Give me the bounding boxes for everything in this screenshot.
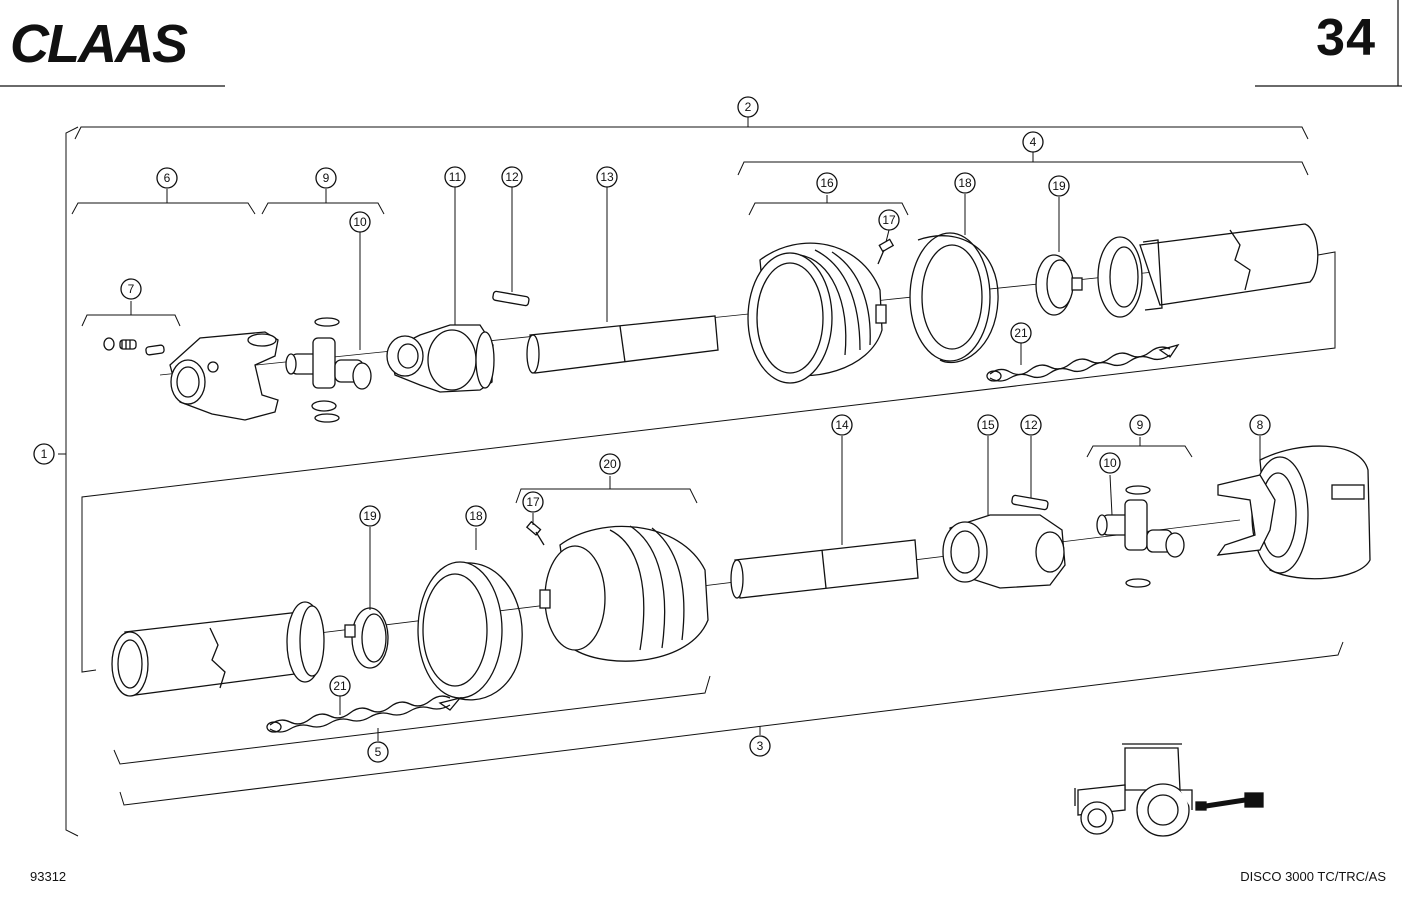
tractor-icon	[1074, 743, 1193, 837]
part-17-screw-upper	[877, 238, 895, 265]
leader-lines	[339, 187, 1261, 715]
callout-19-lower[interactable]: 19	[359, 505, 381, 527]
callout-18-upper[interactable]: 18	[954, 172, 976, 194]
part-5-outer-tube-guard-lower	[111, 601, 325, 697]
part-16-guard-cone	[747, 242, 887, 384]
part-20-guard-cone-lower	[539, 525, 709, 662]
svg-text:8: 8	[1257, 418, 1264, 432]
callout-11[interactable]: 11	[444, 166, 466, 188]
claas-logo: CLAAS	[10, 14, 190, 70]
svg-text:9: 9	[1137, 418, 1144, 432]
callout-14[interactable]: 14	[831, 414, 853, 436]
part-14-outer-profile-tube	[730, 539, 919, 599]
svg-text:12: 12	[1024, 418, 1038, 432]
part-4-outer-tube-guard	[1097, 223, 1319, 318]
svg-text:10: 10	[353, 215, 367, 229]
callout-bubbles: 1 2 3 4 5 6 7 8 9 9 10 10 11 12 12 13 14…	[33, 96, 1271, 763]
callout-6[interactable]: 6	[156, 167, 178, 189]
part-8-yoke-guard	[1216, 445, 1371, 580]
part-11-inner-yoke	[386, 324, 495, 393]
part-18-bearing-ring-lower	[417, 561, 523, 701]
part-7-lock-pin	[103, 337, 165, 356]
part-9-cross-lower	[1096, 485, 1185, 588]
part-13-inner-profile-tube	[526, 315, 719, 374]
callout-21-upper[interactable]: 21	[1010, 322, 1032, 344]
svg-text:4: 4	[1030, 135, 1037, 149]
part-19-guard-bearing-upper	[1035, 254, 1083, 316]
lower-row-parts	[111, 445, 1371, 733]
page-number: 34	[1316, 9, 1376, 67]
part-17-screw-lower	[525, 520, 545, 546]
callout-9-lower[interactable]: 9	[1129, 414, 1151, 436]
svg-text:18: 18	[469, 509, 483, 523]
svg-text:14: 14	[835, 418, 849, 432]
callout-17-upper[interactable]: 17	[878, 209, 900, 231]
callout-10-upper[interactable]: 10	[349, 211, 371, 233]
svg-text:6: 6	[164, 171, 171, 185]
svg-text:10: 10	[1103, 456, 1117, 470]
svg-text:20: 20	[603, 457, 617, 471]
driveshaft-icon	[1195, 792, 1264, 811]
callout-20[interactable]: 20	[599, 453, 621, 475]
svg-text:9: 9	[323, 171, 330, 185]
part-18-bearing-ring-upper	[909, 232, 999, 364]
model-label: DISCO 3000 TC/TRC/AS	[1240, 869, 1386, 884]
svg-text:5: 5	[375, 745, 382, 759]
svg-text:3: 3	[757, 739, 764, 753]
svg-text:7: 7	[128, 282, 135, 296]
svg-text:21: 21	[333, 679, 347, 693]
callout-12-upper[interactable]: 12	[501, 166, 523, 188]
callout-18-lower[interactable]: 18	[465, 505, 487, 527]
svg-text:1: 1	[41, 447, 48, 461]
drawing-number: 93312	[30, 869, 67, 884]
svg-text:19: 19	[1052, 179, 1066, 193]
callout-21-lower[interactable]: 21	[329, 675, 351, 697]
svg-text:19: 19	[363, 509, 377, 523]
part-12-pin-upper	[492, 290, 530, 307]
callout-1[interactable]: 1	[33, 443, 55, 465]
callout-5[interactable]: 5	[367, 741, 389, 763]
callout-19-upper[interactable]: 19	[1048, 175, 1070, 197]
callout-13[interactable]: 13	[596, 166, 618, 188]
callout-8[interactable]: 8	[1249, 414, 1271, 436]
part-21-chain-lower	[266, 695, 462, 733]
svg-text:13: 13	[600, 170, 614, 184]
svg-text:2: 2	[745, 100, 752, 114]
callout-16[interactable]: 16	[816, 172, 838, 194]
part-15-outer-yoke	[942, 514, 1066, 589]
callout-15[interactable]: 15	[977, 414, 999, 436]
part-6-yoke	[169, 331, 279, 421]
svg-text:11: 11	[449, 170, 462, 184]
svg-text:17: 17	[882, 213, 896, 227]
svg-text:18: 18	[958, 176, 972, 190]
assembly-brackets	[58, 117, 1344, 837]
svg-text:21: 21	[1014, 326, 1028, 340]
callout-2[interactable]: 2	[737, 96, 759, 118]
svg-text:15: 15	[981, 418, 995, 432]
logo-lettering: CLAAS	[10, 14, 188, 70]
part-9-cross-upper	[285, 317, 372, 423]
svg-text:12: 12	[505, 170, 519, 184]
sheet-frame	[0, 0, 1402, 87]
svg-text:17: 17	[526, 495, 540, 509]
callout-12-lower[interactable]: 12	[1020, 414, 1042, 436]
svg-text:16: 16	[820, 176, 834, 190]
callout-3[interactable]: 3	[749, 735, 771, 757]
callout-7[interactable]: 7	[120, 278, 142, 300]
axis-lines	[139, 254, 1319, 656]
part-19-guard-bearing-lower	[344, 607, 389, 669]
callout-10-lower[interactable]: 10	[1099, 452, 1121, 474]
upper-row-parts	[103, 223, 1319, 423]
callout-17-lower[interactable]: 17	[522, 491, 544, 513]
callout-9-upper[interactable]: 9	[315, 167, 337, 189]
part-12-pin-lower	[1011, 494, 1049, 511]
part-21-chain-upper	[986, 343, 1180, 382]
callout-4[interactable]: 4	[1022, 131, 1044, 153]
